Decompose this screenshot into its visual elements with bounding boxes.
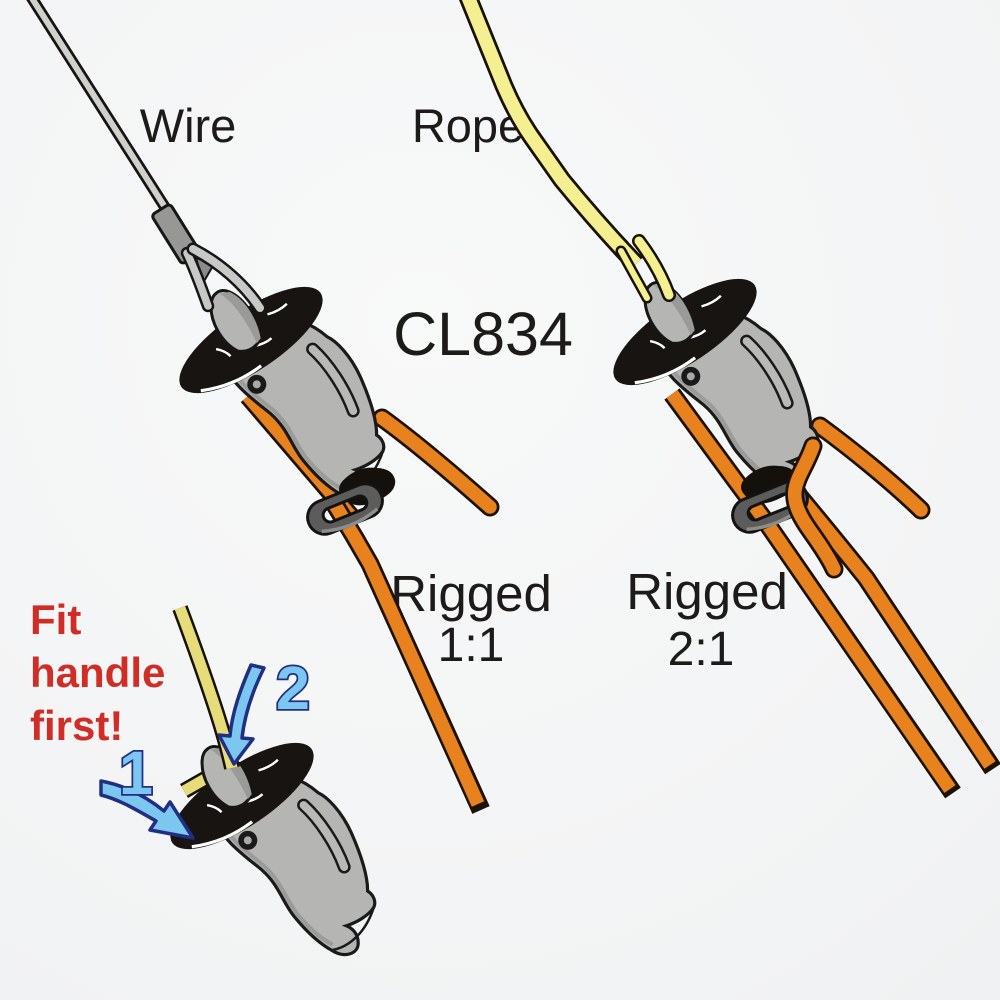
orange-tail-1-1 [323,494,490,814]
step-1-number: 1 [119,739,153,807]
product-code-label: CL834 [393,300,573,368]
handle-demo [156,724,419,1000]
step-arrows [99,663,266,840]
handle-2-1 [599,260,862,538]
note-line-3: first! [30,702,123,749]
rigged-2-1-label: Rigged [626,563,788,620]
wire-label: Wire [140,99,237,152]
note-line-1: Fit [30,596,81,643]
orange-bight-2-1 [785,436,844,579]
step-arrow-1 [99,779,195,840]
wire-fork [180,242,267,315]
step-2-number: 2 [276,654,310,722]
yellow-rope [458,0,643,271]
note-line-2: handle [30,649,165,696]
rigged-1-1-label: Rigged [390,565,552,622]
step-arrow-2 [217,663,266,766]
rigged-2-1-ratio: 2:1 [668,623,735,676]
rope-fork [615,234,676,304]
rigged-1-1-ratio: 1:1 [438,619,505,672]
